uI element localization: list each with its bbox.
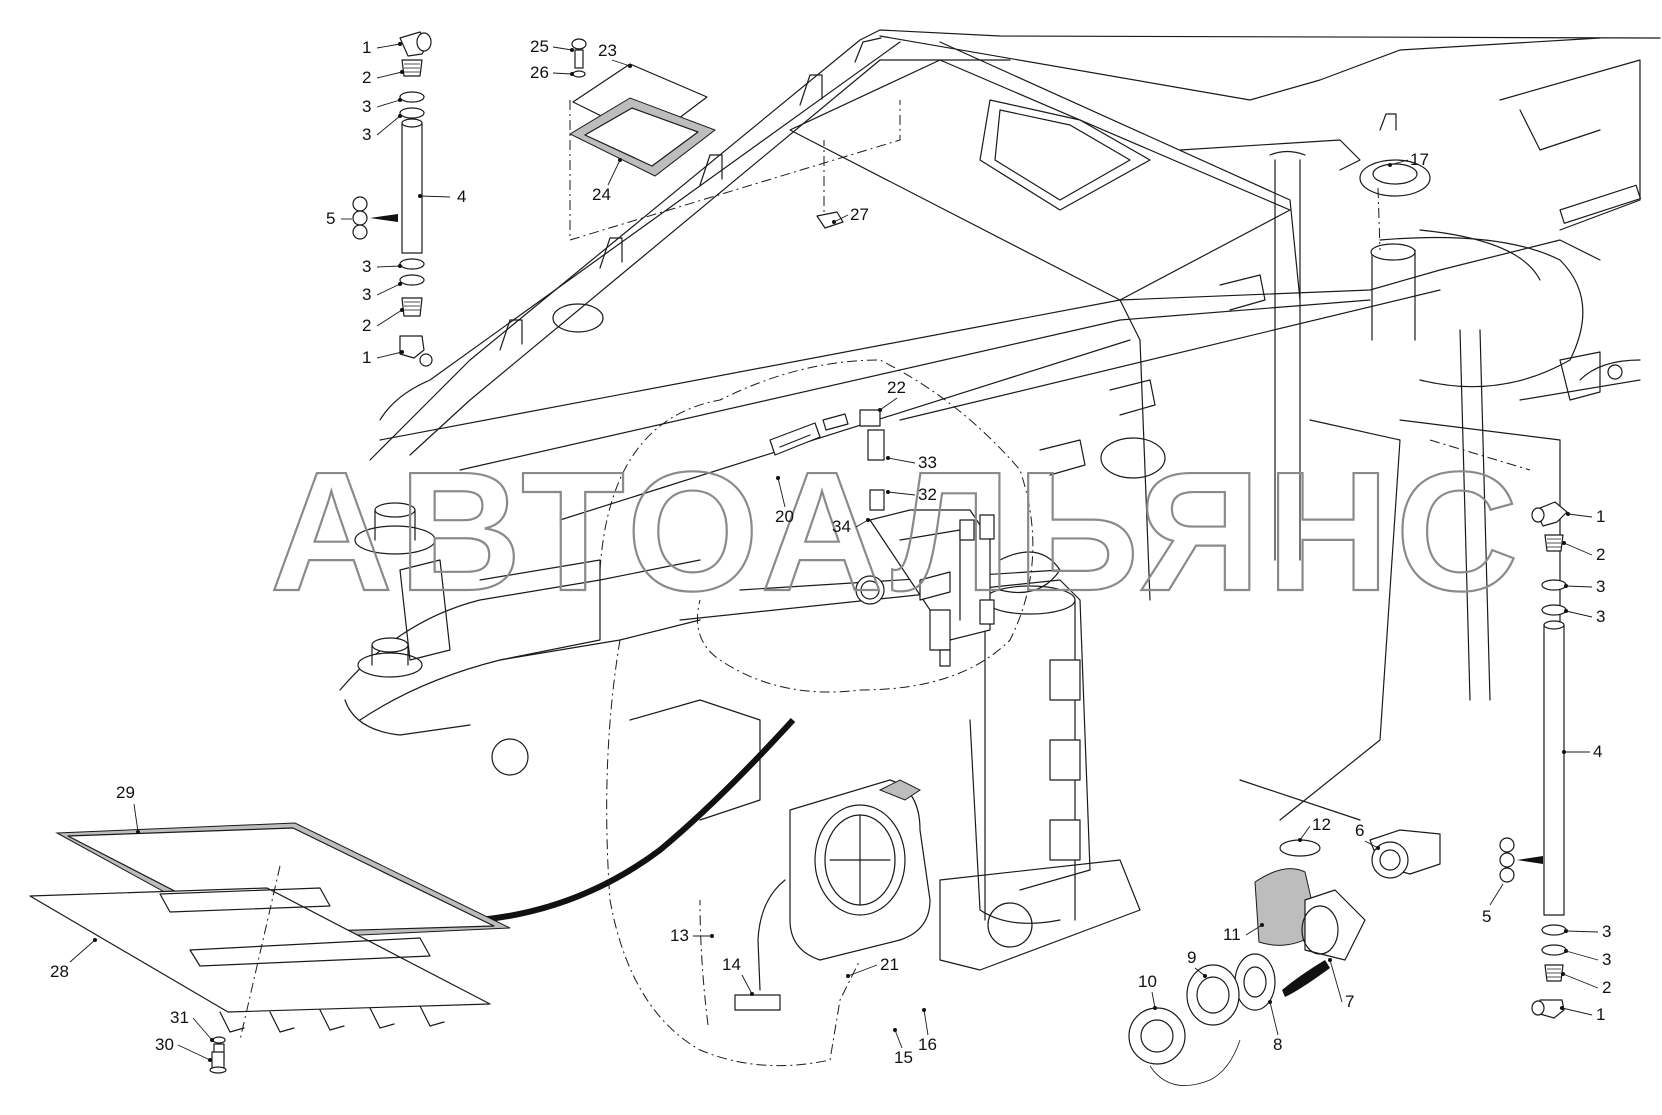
callout-24: 24 <box>592 185 611 204</box>
callout-4: 4 <box>457 187 466 206</box>
callout-33: 33 <box>918 453 937 472</box>
callout-3: 3 <box>1602 922 1611 941</box>
callout-15: 15 <box>894 1048 913 1067</box>
assembly-boundaries <box>569 100 1531 1067</box>
callout-4: 4 <box>1593 742 1602 761</box>
callout-13: 13 <box>670 926 689 945</box>
callout-9: 9 <box>1187 948 1196 967</box>
callout-21: 21 <box>880 955 899 974</box>
callout-6: 6 <box>1355 821 1364 840</box>
callout-30: 30 <box>155 1035 174 1054</box>
callout-1: 1 <box>362 38 371 57</box>
callout-labels: 1 2 3 3 4 5 3 3 2 1 25 23 26 24 27 17 22 <box>50 37 1611 1067</box>
callout-3: 3 <box>1596 607 1605 626</box>
callout-2: 2 <box>1596 545 1605 564</box>
callout-11: 11 <box>1223 925 1241 944</box>
callout-5: 5 <box>326 209 335 228</box>
top-cover-assembly <box>568 38 844 229</box>
filler-parts <box>1128 829 1441 1086</box>
callout-14: 14 <box>722 955 741 974</box>
callout-1: 1 <box>1596 507 1605 526</box>
callout-17: 17 <box>1410 150 1429 169</box>
callout-32: 32 <box>918 485 937 504</box>
callout-34: 34 <box>832 517 851 536</box>
callout-23: 23 <box>598 41 617 60</box>
left-pipe-assembly <box>352 31 433 367</box>
callout-3: 3 <box>362 285 371 304</box>
frame-drawing <box>339 29 1661 1011</box>
callout-28: 28 <box>50 962 69 981</box>
callout-26: 26 <box>530 63 549 82</box>
callout-7: 7 <box>1345 992 1354 1011</box>
lower-cover-plates <box>29 822 511 1074</box>
watermark-text: АВТОАЛЬЯНС <box>270 437 1524 627</box>
callout-3: 3 <box>362 257 371 276</box>
callout-25: 25 <box>530 37 549 56</box>
callout-31: 31 <box>170 1008 189 1027</box>
callout-22: 22 <box>887 378 906 397</box>
callout-12: 12 <box>1312 815 1331 834</box>
callout-3: 3 <box>1596 577 1605 596</box>
callout-3: 3 <box>362 125 371 144</box>
callout-8: 8 <box>1273 1035 1282 1054</box>
right-pipe-assembly <box>1499 501 1568 1019</box>
callout-2: 2 <box>1602 978 1611 997</box>
callout-1: 1 <box>362 348 371 367</box>
callout-16: 16 <box>918 1035 937 1054</box>
callout-2: 2 <box>362 68 371 87</box>
callout-1: 1 <box>1596 1005 1605 1024</box>
callout-3: 3 <box>1602 950 1611 969</box>
callout-27: 27 <box>850 205 869 224</box>
callout-20: 20 <box>775 507 794 526</box>
callout-29: 29 <box>116 783 135 802</box>
callout-5: 5 <box>1482 907 1491 926</box>
callout-10: 10 <box>1138 972 1157 991</box>
callout-2: 2 <box>362 316 371 335</box>
callout-3: 3 <box>362 97 371 116</box>
